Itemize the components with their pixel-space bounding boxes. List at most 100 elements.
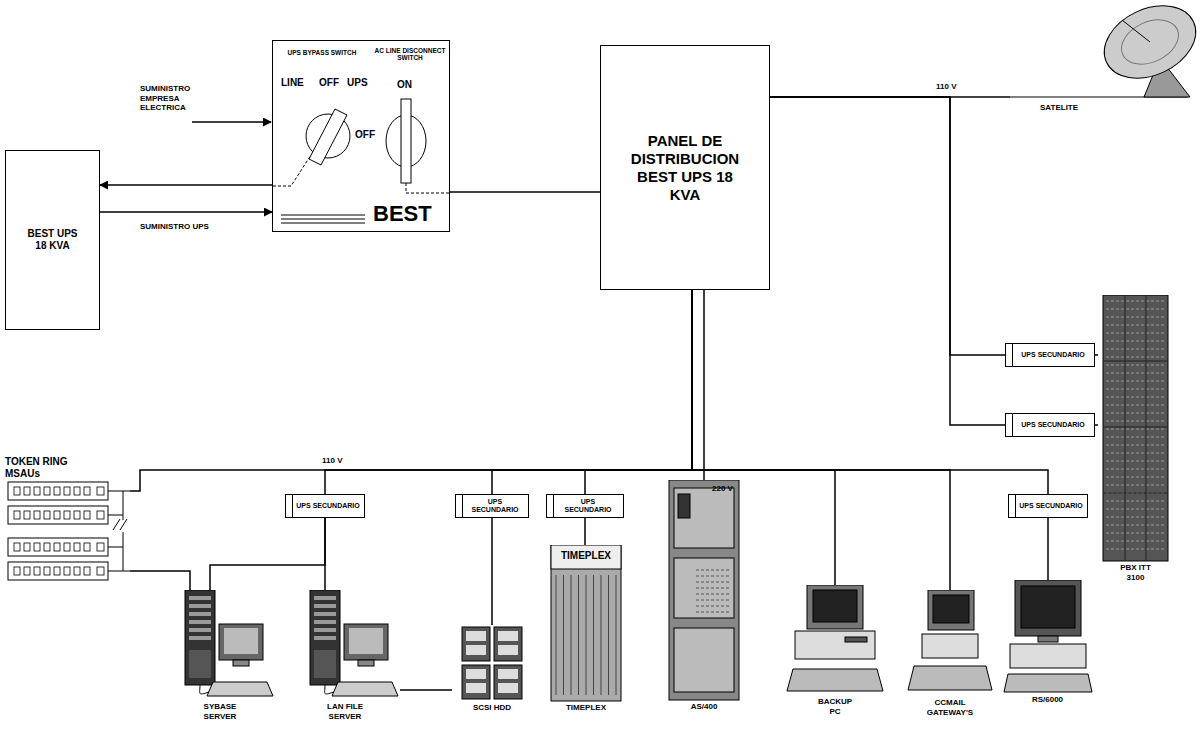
icon-part (466, 683, 486, 693)
icon-part (44, 511, 50, 519)
icon-line (1106, 437, 1165, 438)
icon-part (74, 567, 80, 575)
icon-line (108, 547, 123, 548)
icon-part (358, 660, 374, 666)
icon-line (908, 666, 992, 690)
gateway-computer: CCMAIL GATEWAY'S (900, 590, 1000, 717)
icon-line (696, 570, 730, 571)
icon-line (113, 519, 127, 530)
icon-line (1106, 357, 1165, 358)
icon-line (1106, 389, 1165, 390)
satellite-dish: SATELITE (1010, 0, 1202, 140)
power-connector (585, 290, 692, 494)
dish-bowl (1093, 0, 1202, 92)
icon-line (1106, 469, 1165, 470)
icon-part (498, 669, 518, 679)
icon-line (1125, 295, 1146, 561)
node-text: UPS SECUNDARIO (1021, 351, 1084, 359)
pbx-icon (1098, 295, 1173, 563)
power-connector (770, 97, 1005, 355)
icon-line (1106, 349, 1165, 350)
icon-part (466, 631, 486, 641)
switch-panel: UPS BYPASS SWITCHLINEOFFUPSAC LINE DISCO… (272, 40, 450, 232)
personal-computer: BACKUP PC (785, 585, 885, 716)
node-text: TOKEN RING MSAUs (5, 456, 85, 480)
icon-part (1021, 586, 1075, 628)
icon-part (462, 627, 490, 661)
node-text: UPS SECUNDARIO (1021, 421, 1084, 429)
server-icon (165, 590, 275, 702)
dish-grid (1114, 11, 1185, 73)
icon-part (14, 543, 20, 551)
icon-line (696, 606, 730, 607)
icon-part (14, 511, 20, 519)
icon-line (309, 109, 347, 165)
icon-line (1106, 429, 1165, 430)
icon-part (84, 543, 90, 551)
plain-label: 110 V (322, 456, 342, 466)
node-text: UPS SECUNDARIO (296, 502, 359, 510)
icon-part (314, 636, 336, 640)
power-connector (703, 290, 705, 480)
ups-strip (1006, 344, 1013, 366)
icon-part (498, 683, 518, 693)
icon-line (696, 594, 730, 595)
icon-line (1106, 373, 1165, 374)
power-connector (210, 518, 325, 590)
node-text: UPS SECUNDARIO (466, 498, 524, 515)
icon-part (74, 543, 80, 551)
icon-part (34, 487, 40, 495)
plain-label: 220 V (712, 484, 733, 494)
node-text: OFF (355, 129, 375, 141)
icon-line (1106, 533, 1165, 534)
power-connector (1095, 354, 1098, 356)
icon-part (551, 545, 621, 701)
icon-part (189, 650, 211, 678)
timeplex-icon (545, 545, 627, 703)
icon-part (344, 624, 388, 660)
plain-label: SUMINISTRO UPS (140, 222, 210, 232)
supply-arrow (192, 121, 271, 123)
icon-part (1010, 644, 1086, 668)
power-connector (1047, 518, 1049, 580)
icon-part (24, 487, 30, 495)
icon-line (273, 155, 311, 186)
node-text: AS/400 (691, 702, 718, 712)
icon-line (1106, 397, 1165, 398)
server-icon (290, 590, 400, 702)
icon-line (608, 575, 609, 695)
icon-part (498, 645, 518, 655)
icon-part (54, 511, 60, 519)
icon-part (933, 595, 969, 623)
secondary-ups-box: UPS SECUNDARIO (1005, 343, 1095, 367)
icon-part (551, 545, 621, 569)
icon-part (233, 660, 249, 666)
icon-line (1106, 461, 1165, 462)
icon-line (200, 685, 209, 694)
power-connector (692, 290, 1048, 494)
icon-part (97, 567, 104, 575)
icon-part (310, 590, 340, 685)
icon-line (593, 575, 594, 695)
icon-part (314, 604, 336, 608)
secondary-ups-box: UPS SECUNDARIO (546, 494, 624, 518)
icon-part (1103, 295, 1168, 561)
icon-line (696, 576, 730, 577)
icon-part (64, 543, 70, 551)
icon-part (219, 624, 263, 660)
icon-part (401, 99, 411, 183)
node-text: LAN FILE SERVER (320, 702, 370, 721)
node-text: UPS (347, 77, 368, 89)
icon-line (1106, 413, 1165, 414)
icon-part (314, 628, 336, 632)
icon-part (498, 631, 518, 641)
icon-part (74, 511, 80, 519)
icon-part (922, 634, 978, 658)
icon-part (44, 567, 50, 575)
icon-part (314, 596, 336, 600)
distribution-panel: PANEL DE DISTRIBUCION BEST UPS 18 KVA (600, 45, 770, 290)
node-text: TIMEPLEX (566, 703, 606, 713)
icon-line (1106, 333, 1165, 334)
icon-part (669, 480, 739, 700)
icon-part (813, 590, 857, 622)
